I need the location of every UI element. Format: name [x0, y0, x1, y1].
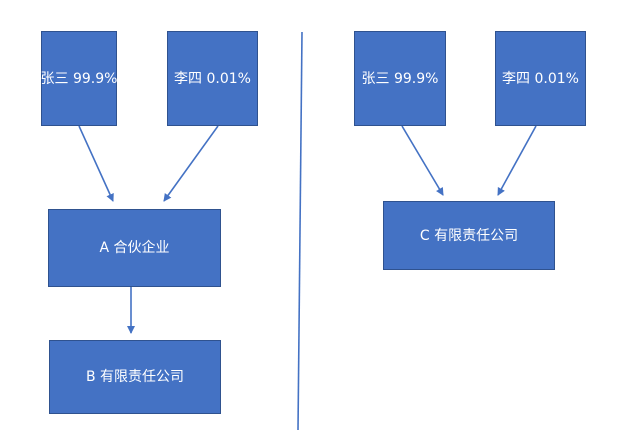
divider-line — [297, 31, 303, 431]
left-shareholder-lisi-label: 李四 0.01% — [174, 70, 251, 87]
entity-a-box: A 合伙企业 — [48, 209, 221, 287]
arrow-lisi-to-c — [497, 125, 537, 196]
left-shareholder-zhangsan-box: 张三 99.9% — [41, 31, 117, 126]
entity-a-label: A 合伙企业 — [99, 240, 170, 256]
left-shareholder-zhangsan-label: 张三 99.9% — [40, 70, 118, 87]
arrow-zhangsan-to-c — [401, 125, 444, 196]
right-shareholder-zhangsan-box: 张三 99.9% — [354, 31, 446, 126]
entity-b-label: B 有限责任公司 — [85, 369, 185, 385]
right-shareholder-zhangsan-label: 张三 99.9% — [361, 70, 439, 87]
entity-c-box: C 有限责任公司 — [383, 201, 555, 270]
right-shareholder-lisi-box: 李四 0.01% — [495, 31, 586, 126]
arrow-zhangsan-to-a — [78, 125, 114, 202]
left-shareholder-lisi-box: 李四 0.01% — [167, 31, 258, 126]
right-shareholder-lisi-label: 李四 0.01% — [502, 70, 579, 87]
entity-c-label: C 有限责任公司 — [419, 227, 519, 244]
entity-b-box: B 有限责任公司 — [49, 340, 221, 414]
arrow-lisi-to-a — [163, 125, 219, 202]
